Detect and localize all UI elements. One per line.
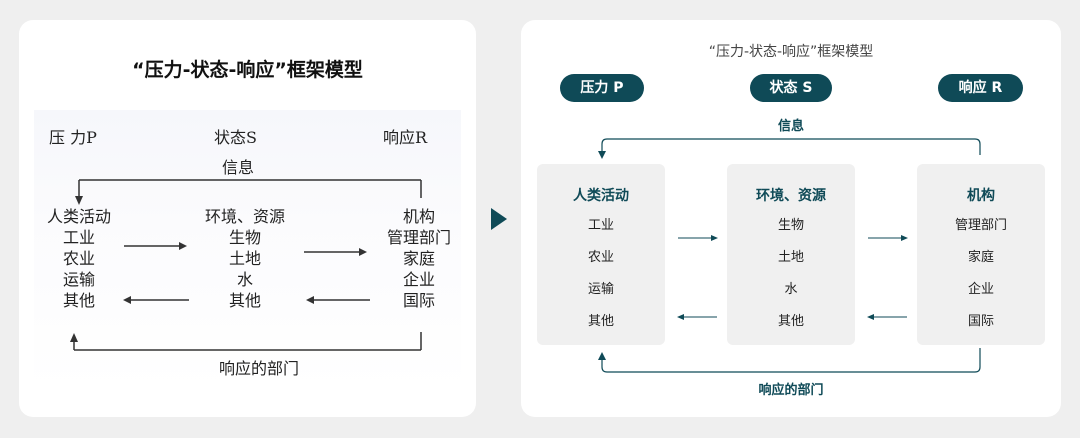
pill-pressure: 压力 P <box>560 74 644 102</box>
left-col3-item: 家庭 <box>402 249 435 268</box>
play-arrow-icon <box>491 208 507 230</box>
right-panel: “压力-状态-响应”框架模型 压力 P 状态 S 响应 R 信息 人类活动 工业… <box>521 20 1061 417</box>
left-col1-item: 运输 <box>62 270 95 289</box>
left-col3-item: 国际 <box>402 291 435 310</box>
box-item: 其他 <box>587 314 614 329</box>
left-col2-item: 生物 <box>228 228 261 247</box>
box-item: 企业 <box>967 282 994 297</box>
info-label-left: 信息 <box>222 158 255 177</box>
box-item: 土地 <box>777 250 804 265</box>
left-col1-item: 工业 <box>62 228 95 247</box>
left-col3-item: 企业 <box>402 270 435 289</box>
left-connector-lines <box>70 179 422 351</box>
left-col1-title: 人类活动 <box>46 207 111 226</box>
left-column-pressure: 人类活动 工业 农业 运输 其他 <box>39 206 119 311</box>
box-item: 管理部门 <box>954 218 1007 233</box>
box-environment-resources: 环境、资源 生物 土地 水 其他 <box>727 164 855 345</box>
scanned-diagram: 压 力P 状态S 响应R 信息 人类活动 <box>34 110 461 390</box>
left-col1-item: 其他 <box>62 291 95 310</box>
left-col1-item: 农业 <box>62 249 95 268</box>
left-column-state: 环境、资源 生物 土地 水 其他 <box>197 206 293 311</box>
left-panel: “压力-状态-响应”框架模型 压 力P 状态S 响应R 信息 <box>19 20 476 417</box>
header-response: 响应R <box>383 128 428 147</box>
box-title: 机构 <box>967 188 995 204</box>
left-col2-item: 其他 <box>228 291 261 310</box>
left-col3-item: 管理部门 <box>386 228 451 247</box>
header-pressure: 压 力P <box>49 128 97 147</box>
box-item: 运输 <box>587 282 614 297</box>
response-label-left: 响应的部门 <box>219 359 300 378</box>
box-item: 工业 <box>587 218 614 233</box>
response-label-right: 响应的部门 <box>758 383 824 398</box>
box-item: 生物 <box>777 218 804 233</box>
box-item: 家庭 <box>967 250 994 265</box>
left-col2-item: 土地 <box>228 249 261 268</box>
header-state: 状态S <box>214 128 257 147</box>
box-institutions: 机构 管理部门 家庭 企业 国际 <box>917 164 1045 345</box>
box-title: 人类活动 <box>573 188 629 204</box>
left-column-response: 机构 管理部门 家庭 企业 国际 <box>380 206 458 311</box>
left-col3-title: 机构 <box>402 207 435 226</box>
left-title: “压力-状态-响应”框架模型 <box>132 59 363 81</box>
left-col2-item: 水 <box>236 270 253 289</box>
info-label-right: 信息 <box>777 119 804 134</box>
box-item: 水 <box>784 282 798 297</box>
box-item: 其他 <box>777 314 804 329</box>
pill-state: 状态 S <box>750 74 832 102</box>
box-item: 农业 <box>587 250 614 265</box>
right-title: “压力-状态-响应”框架模型 <box>708 44 874 60</box>
box-item: 国际 <box>967 314 994 329</box>
box-title: 环境、资源 <box>756 188 826 204</box>
right-connector-lines <box>598 138 981 373</box>
box-human-activity: 人类活动 工业 农业 运输 其他 <box>537 164 665 345</box>
pill-response: 响应 R <box>938 74 1023 102</box>
left-col2-title: 环境、资源 <box>204 207 285 226</box>
